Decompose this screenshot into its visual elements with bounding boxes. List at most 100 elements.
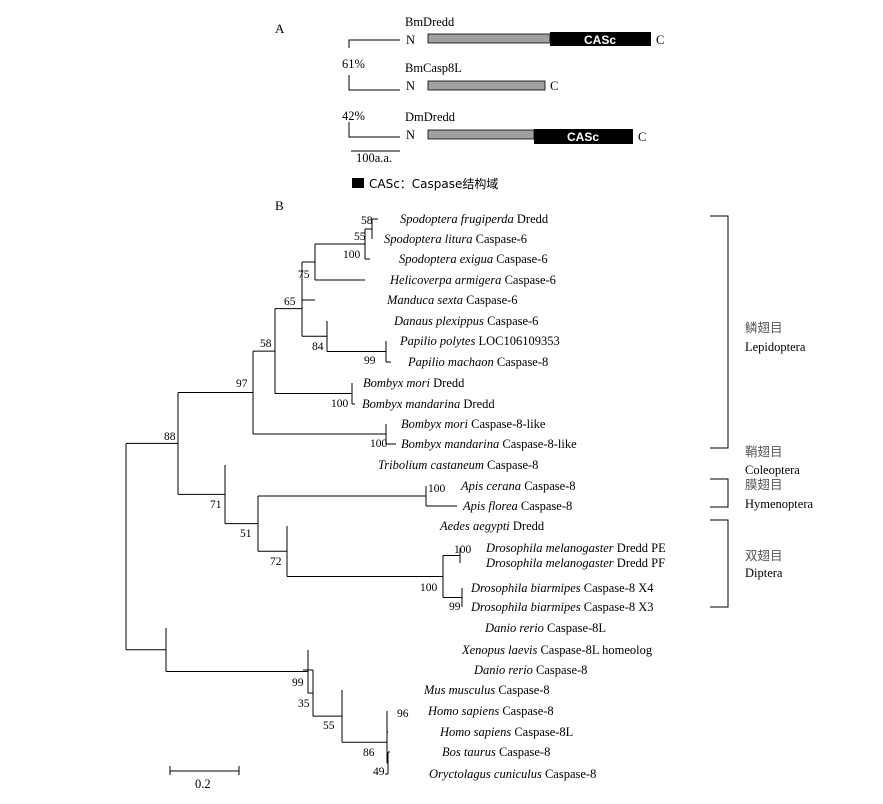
bootstrap-value: 65 [284, 296, 296, 308]
panel-b-label: B [275, 198, 284, 213]
identity-61: 61% [342, 57, 365, 71]
coleoptera-cn-label: 鞘翅目 [745, 444, 783, 459]
leaf-species: Tribolium castaneum [378, 458, 484, 472]
leaf-gene: Dredd [460, 397, 495, 411]
bmcasp8l-c-terminus: C [550, 79, 558, 93]
leaf-species: Spodoptera frugiperda [400, 212, 514, 226]
dmdredd-casc-label: CASc [567, 130, 599, 144]
coleoptera-en-label: Coleoptera [745, 463, 800, 477]
bootstrap-value: 84 [312, 341, 324, 353]
leaf-label: Homo sapiens Caspase-8 [427, 704, 554, 718]
leaf-species: Bombyx mandarina [362, 397, 460, 411]
leaf-species: Bombyx mandarina [401, 437, 499, 451]
bmcasp8l-n-terminus: N [406, 79, 415, 93]
identity-bracket-upper [348, 39, 400, 91]
lepidoptera-bracket [710, 215, 729, 449]
bootstrap-value: 86 [363, 747, 375, 759]
diptera-en-label: Diptera [745, 566, 783, 580]
leaf-label: Manduca sexta Caspase-6 [386, 293, 518, 307]
bmcasp8l-bar [427, 80, 546, 91]
leaf-species: Xenopus laevis [461, 643, 537, 657]
leaf-species: Aedes aegypti [439, 519, 510, 533]
identity-42: 42% [342, 109, 365, 123]
diptera-bracket [710, 519, 729, 608]
tree-scale-bar [169, 766, 240, 775]
leaf-label: Bombyx mandarina Dredd [362, 397, 495, 411]
bootstrap-value: 100 [331, 398, 349, 410]
bmdredd-casc-domain [550, 32, 651, 46]
leaf-species: Apis cerana [460, 479, 521, 493]
identity-bracket-lower [348, 122, 400, 138]
leaf-label: Apis florea Caspase-8 [462, 499, 572, 513]
leaf-label: Bombyx mori Caspase-8-like [401, 417, 546, 431]
legend-swatch [352, 178, 364, 188]
leaf-species: Drosophila melanogaster [485, 556, 614, 570]
bmdredd-casc-label: CASc [584, 33, 616, 47]
leaf-species: Oryctolagus cuniculus [429, 767, 542, 781]
leaf-gene: LOC106109353 [475, 334, 559, 348]
legend-text: CASc：Caspase结构域 [369, 176, 498, 191]
dmdredd-name: DmDredd [405, 110, 456, 124]
leaf-gene: Caspase-8 [495, 683, 550, 697]
leaf-species: Danio rerio [473, 663, 533, 677]
leaf-label: Homo sapiens Caspase-8L [439, 725, 573, 739]
bmcasp8l-name: BmCasp8L [405, 61, 462, 75]
bootstrap-value: 75 [298, 269, 310, 281]
bootstrap-value: 49 [373, 766, 385, 778]
leaf-species: Drosophila biarmipes [470, 581, 581, 595]
leaf-label: Apis cerana Caspase-8 [460, 479, 576, 493]
leaf-label: Tribolium castaneum Caspase-8 [378, 458, 538, 472]
leaf-species: Bos taurus [442, 745, 496, 759]
leaf-species: Drosophila biarmipes [470, 600, 581, 614]
dmdredd-bar [427, 129, 535, 140]
leaf-label: Xenopus laevis Caspase-8L homeolog [461, 643, 653, 657]
bootstrap-value: 55 [354, 231, 366, 243]
leaf-species: Helicoverpa armigera [389, 273, 501, 287]
leaf-label: Oryctolagus cuniculus Caspase-8 [429, 767, 596, 781]
leaf-gene: Caspase-8 [518, 499, 573, 513]
leaf-gene: Caspase-8 [494, 355, 549, 369]
bootstrap-values: 5855100756584995810097100881007151721001… [164, 215, 472, 778]
leaf-gene: Caspase-8 X3 [581, 600, 654, 614]
leaf-gene: Caspase-8-like [499, 437, 577, 451]
leaf-label: Aedes aegypti Dredd [439, 519, 545, 533]
dmdredd-c-terminus: C [638, 130, 646, 144]
lepidoptera-en-label: Lepidoptera [745, 340, 806, 354]
leaf-gene: Caspase-6 [493, 252, 548, 266]
leaf-species: Spodoptera litura [384, 232, 473, 246]
bmdredd-bar [427, 33, 551, 44]
bootstrap-value: 88 [164, 431, 176, 443]
leaf-gene: Caspase-8 [484, 458, 539, 472]
leaf-gene: Caspase-8 [542, 767, 597, 781]
bootstrap-value: 35 [298, 698, 310, 710]
phylogenetic-tree [125, 218, 463, 775]
leaf-label: Danio rerio Caspase-8 [473, 663, 587, 677]
panel-a-label: A [275, 21, 285, 36]
leaf-species: Danaus plexippus [393, 314, 484, 328]
bootstrap-value: 97 [236, 378, 248, 390]
leaf-label: Spodoptera litura Caspase-6 [384, 232, 527, 246]
leaf-species: Danio rerio [484, 621, 544, 635]
leaf-gene: Caspase-8 X4 [581, 581, 655, 595]
leaf-gene: Dredd [430, 376, 465, 390]
leaf-label: Papilio polytes LOC106109353 [399, 334, 560, 348]
leaf-species: Mus musculus [423, 683, 495, 697]
leaf-gene: Caspase-8L [511, 725, 573, 739]
leaf-label: Bos taurus Caspase-8 [442, 745, 550, 759]
aa-scale-label: 100a.a. [356, 151, 392, 165]
leaf-species: Bombyx mori [401, 417, 469, 431]
hymenoptera-bracket [710, 478, 729, 508]
leaf-label: Spodoptera frugiperda Dredd [400, 212, 549, 226]
bootstrap-value: 55 [323, 720, 335, 732]
leaf-gene: Dredd [514, 212, 549, 226]
leaf-species: Spodoptera exigua [399, 252, 493, 266]
leaf-species: Homo sapiens [439, 725, 511, 739]
bootstrap-value: 100 [343, 249, 361, 261]
bootstrap-value: 99 [292, 677, 304, 689]
leaf-gene: Caspase-8 [499, 704, 554, 718]
leaf-species: Homo sapiens [427, 704, 499, 718]
dmdredd-casc-domain [534, 129, 633, 144]
